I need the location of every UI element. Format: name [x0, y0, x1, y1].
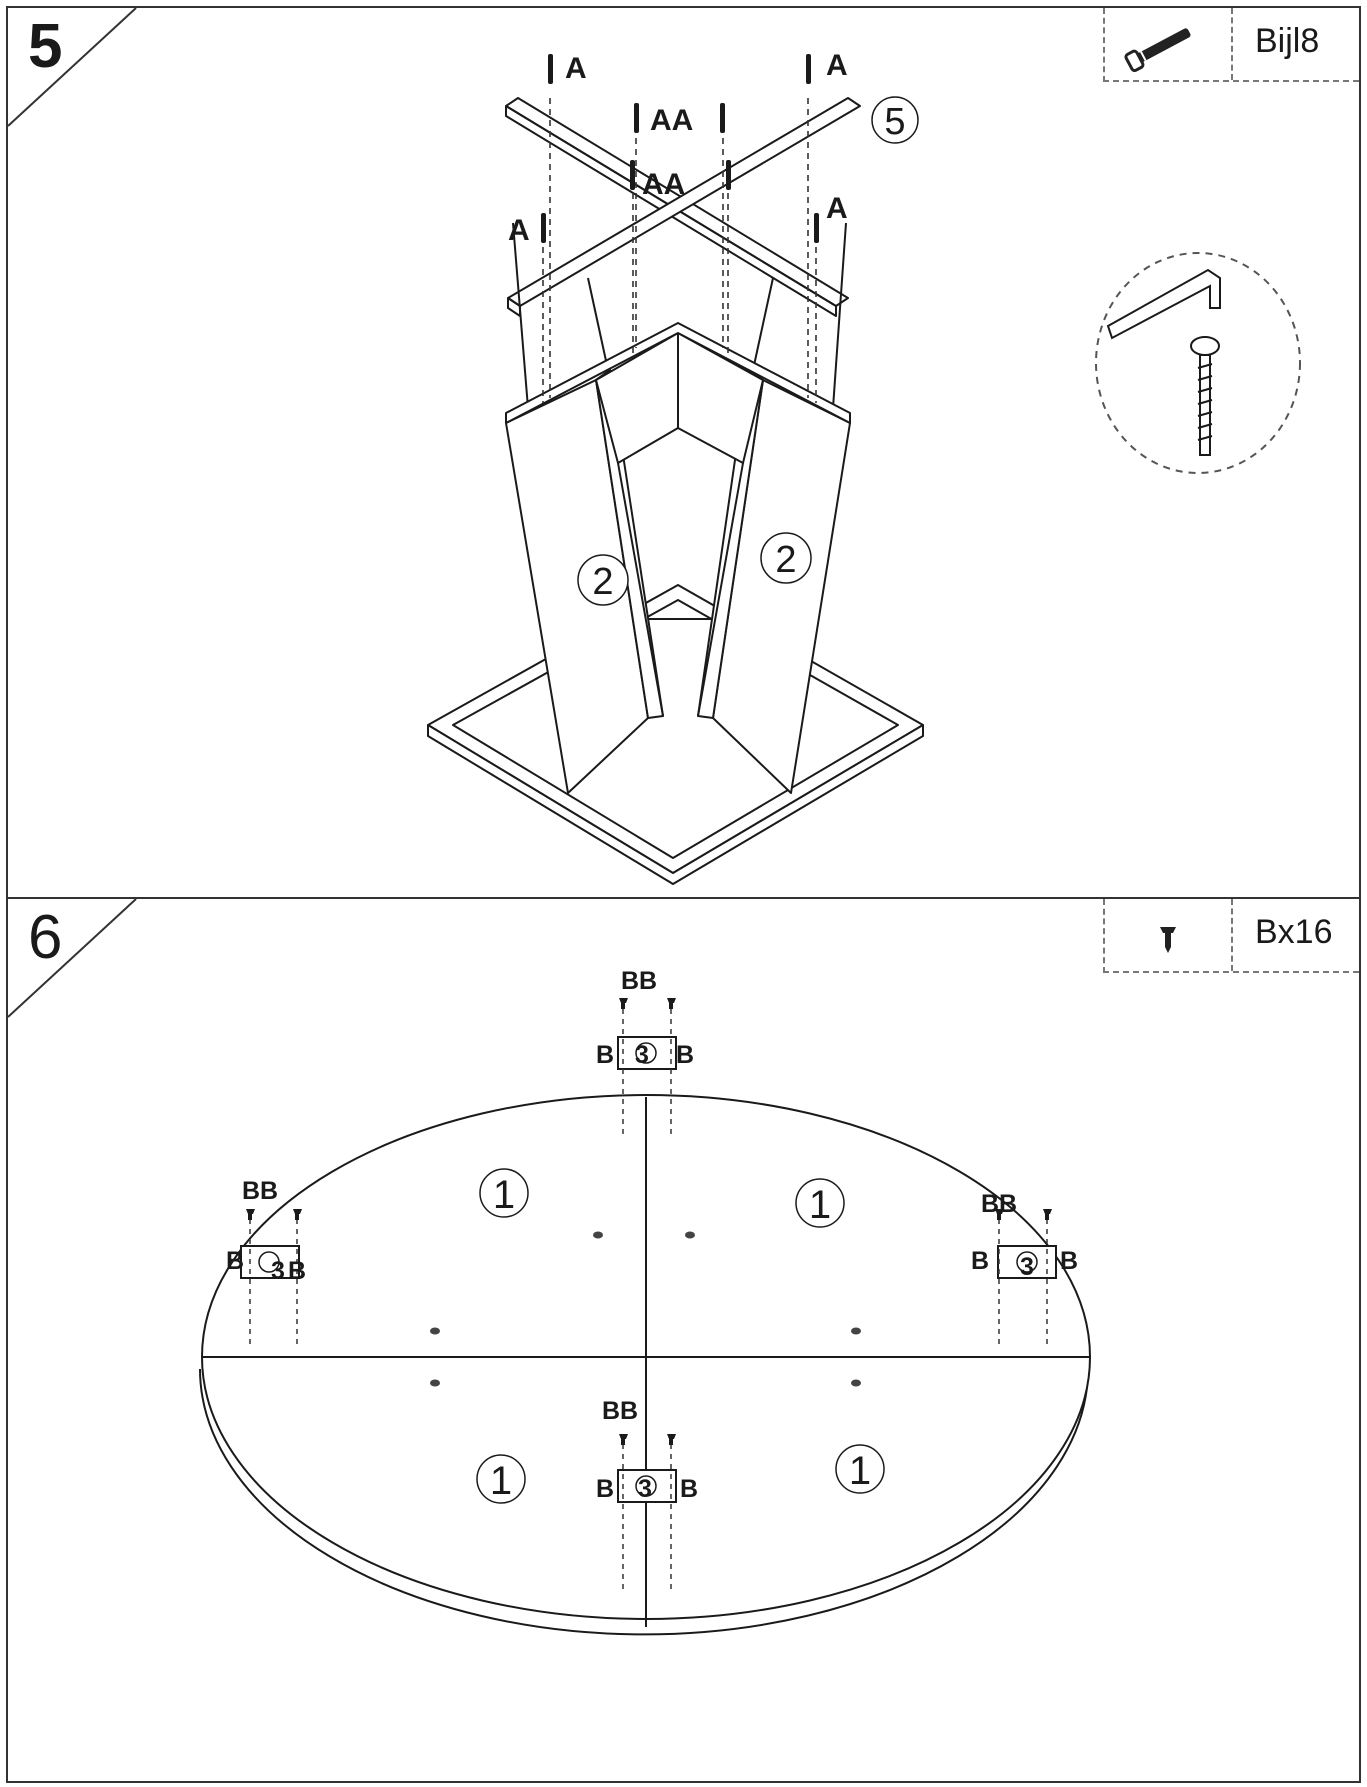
part-label-tabletop: 1 — [809, 1183, 831, 1227]
tabletop-drawing: 1 1 1 1 — [199, 967, 1091, 1636]
screw-label-b: B — [1060, 1247, 1078, 1275]
bracket-label: 3 — [271, 1257, 285, 1285]
screw-label-bb: BB — [242, 1177, 278, 1205]
hardware-count: Bx16 — [1255, 913, 1333, 951]
hardware-box: Bijl8 — [1103, 8, 1359, 82]
step-corner-divider — [8, 899, 137, 1018]
screw-label-b: B — [226, 1247, 244, 1275]
screw-label-b: B — [288, 1257, 306, 1285]
bolt-label-a: A — [826, 49, 848, 82]
part-label-panel: 2 — [592, 561, 613, 603]
screw-label-bb: BB — [602, 1397, 638, 1425]
bracket-label: 3 — [635, 1041, 649, 1069]
step-number: 6 — [28, 903, 63, 972]
screw-icon — [1105, 899, 1233, 971]
bolt-label-a: A — [508, 214, 530, 247]
hardware-count: Bijl8 — [1255, 22, 1320, 60]
bolt-label-a: A — [826, 192, 848, 225]
screw-label-bb: BB — [981, 1190, 1017, 1218]
bolt-label-aa: AA — [650, 104, 693, 137]
allen-key-detail-callout — [1095, 252, 1301, 474]
bracket-label: 3 — [638, 1475, 652, 1503]
screw-label-b: B — [676, 1041, 694, 1069]
step-corner-divider — [8, 8, 137, 127]
base-assembly-drawing: A A AA AA A A 5 2 2 — [427, 49, 1301, 885]
part-label-crossbar: 5 — [884, 101, 905, 143]
hardware-box: Bx16 — [1103, 899, 1359, 973]
screw-label-b: B — [680, 1475, 698, 1503]
step-number: 5 — [28, 12, 63, 81]
screw-label-bb: BB — [621, 967, 657, 995]
step-5-panel: 5 Bijl8 — [6, 6, 1361, 899]
bolt-icon — [1105, 8, 1233, 80]
part-label-tabletop: 1 — [493, 1173, 515, 1217]
part-label-tabletop: 1 — [849, 1449, 871, 1493]
bolt-label-a: A — [565, 52, 587, 85]
screw-label-b: B — [596, 1041, 614, 1069]
screw-label-b: B — [971, 1247, 989, 1275]
part-label-panel: 2 — [775, 539, 796, 581]
bracket-label: 3 — [1020, 1253, 1034, 1281]
bolt-label-aa: AA — [642, 168, 685, 201]
screw-label-b: B — [596, 1475, 614, 1503]
part-label-tabletop: 1 — [490, 1459, 512, 1503]
step-6-panel: 6 Bx16 — [6, 897, 1361, 1783]
